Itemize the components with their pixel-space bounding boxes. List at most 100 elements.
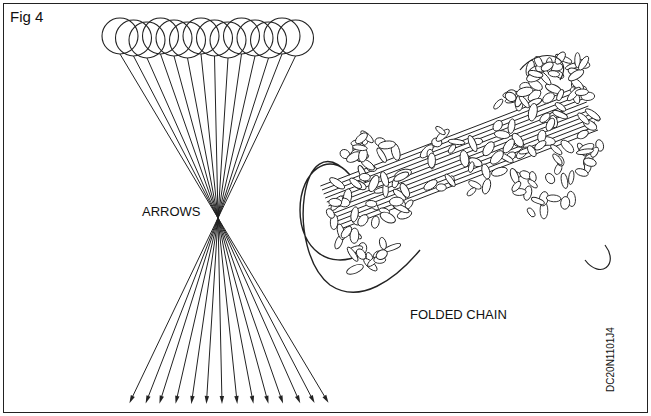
chain-link-bar (336, 126, 596, 226)
chain-link (328, 198, 342, 207)
chain-link (366, 200, 377, 207)
chain-link (428, 153, 436, 168)
arrow-shaft (147, 58, 297, 396)
arrow-point (322, 395, 328, 403)
chain-link (527, 178, 539, 189)
chain-link-bar (324, 94, 584, 194)
chain-link-bar (322, 90, 582, 190)
chain-link-bar (325, 98, 585, 198)
arrow-point (129, 395, 134, 403)
chain-link (379, 171, 390, 188)
arrow-ring (143, 18, 179, 54)
chain-link (576, 111, 591, 126)
chain-link (527, 103, 539, 122)
chain-handle (300, 162, 420, 293)
chain-link (339, 225, 354, 240)
chain-link (466, 134, 479, 152)
arrow-shaft (177, 56, 255, 396)
chain-link (548, 70, 560, 78)
arrow-point (264, 395, 268, 403)
arrow-shaft (207, 58, 228, 396)
chain-link (554, 101, 567, 113)
chain-link (459, 150, 470, 168)
arrow-shaft (133, 56, 296, 396)
chain-link-bar (333, 118, 593, 218)
chain-link (481, 178, 492, 195)
chain-link-bar (330, 110, 590, 210)
arrow-shaft (149, 54, 282, 396)
arrow-point (159, 395, 164, 403)
chain-link (510, 180, 522, 193)
chain-link (526, 207, 536, 219)
chain-link (356, 213, 371, 228)
chain-link-bar (327, 102, 587, 202)
arrow-point (175, 396, 179, 404)
arrow-shaft (192, 54, 241, 396)
chain-link (359, 173, 370, 181)
part-label: FOLDED CHAIN (408, 308, 509, 322)
arrow-point (278, 395, 283, 403)
chain-link-bar (335, 122, 595, 222)
chain-link (488, 148, 506, 166)
drawing-code: DC20N1101J4 (605, 325, 616, 394)
chain-link (492, 98, 504, 111)
arrow-ring (224, 18, 260, 54)
chain-handle (520, 56, 610, 270)
chain-link (494, 130, 510, 140)
chain-link (328, 176, 346, 192)
chain-link (325, 207, 336, 220)
chain-link (422, 178, 439, 193)
chain-link (348, 176, 363, 190)
chain-link (553, 50, 567, 66)
chain-link (583, 157, 598, 168)
chain-link-bar (320, 86, 580, 186)
chain-link (490, 166, 508, 178)
figure-border (4, 4, 648, 413)
chain-link (378, 210, 397, 225)
arrow-shaft (134, 56, 311, 396)
arrow-shaft (188, 58, 252, 396)
arrow-ring (102, 18, 138, 54)
chain-link (378, 140, 396, 150)
folded-chain (300, 50, 610, 292)
chain-link (345, 262, 364, 276)
chain-link (577, 55, 591, 72)
chain-link (374, 248, 389, 262)
chain-link (436, 184, 446, 191)
arrow-ring (264, 18, 300, 54)
arrow-shaft (174, 56, 266, 396)
chain-link-bar (338, 130, 598, 230)
chain-link-bar (328, 106, 588, 206)
chain-link (576, 128, 590, 140)
chain-link (366, 199, 379, 212)
chain-link (551, 153, 563, 166)
chain-link (504, 90, 518, 103)
chain-link (393, 170, 410, 183)
chain-link (560, 196, 570, 210)
chain-link-bar (332, 114, 592, 214)
chain-link (507, 118, 516, 134)
chain-link (466, 186, 477, 197)
chain-link (555, 89, 565, 102)
chain-link (447, 143, 457, 154)
arrow-shaft (162, 58, 269, 396)
chain-link (525, 70, 544, 84)
chain-link (480, 163, 491, 180)
chain-link (568, 170, 575, 185)
arrow-point (205, 396, 209, 404)
chain-link (448, 138, 465, 145)
part-label: ARROWS (140, 205, 203, 219)
chain-link (515, 86, 534, 99)
arrow-point (234, 396, 238, 404)
chain-link (352, 144, 367, 151)
arrow-ring (278, 20, 314, 56)
chain-link (575, 88, 589, 96)
chain-link (567, 67, 586, 83)
chain-link (544, 172, 557, 186)
chain-link (371, 216, 381, 229)
figure-title: Fig 4 (10, 9, 43, 26)
chain-link (398, 182, 411, 199)
chain-link (375, 147, 388, 164)
